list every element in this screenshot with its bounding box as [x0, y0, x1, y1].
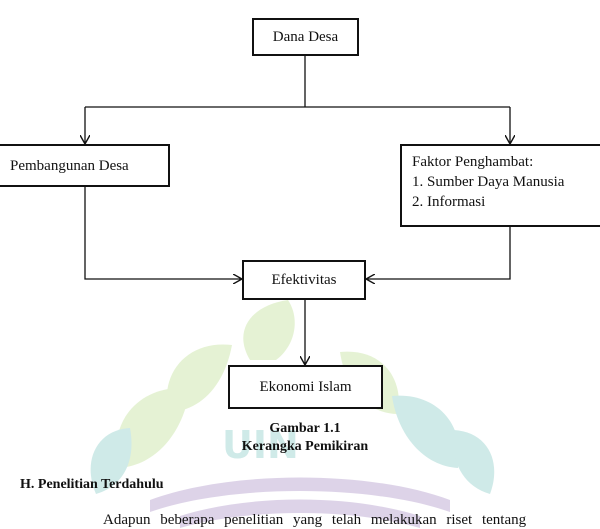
node-dana-desa: Dana Desa	[252, 18, 359, 56]
node-faktor-heading: Faktor Penghambat:	[412, 154, 534, 170]
node-faktor-item-1: 1. Sumber Daya Manusia	[412, 174, 565, 190]
section-heading: H. Penelitian Terdahulu	[20, 477, 164, 492]
figure-caption-number: Gambar 1.1	[269, 421, 341, 436]
node-pembangunan-desa: Pembangunan Desa	[0, 144, 170, 187]
node-dana-desa-label: Dana Desa	[272, 29, 339, 45]
figure-caption-title: Kerangka Pemikiran	[241, 439, 369, 454]
node-ekonomi-islam-label: Ekonomi Islam	[259, 379, 352, 395]
section-body-text: Adapun beberapa penelitian yang telah me…	[103, 512, 527, 528]
node-efektivitas-label: Efektivitas	[271, 272, 337, 288]
node-pembangunan-desa-label: Pembangunan Desa	[10, 157, 129, 174]
edge-pembangunan-to-efektivitas	[84, 187, 241, 279]
node-faktor-penghambat: Faktor Penghambat: 1. Sumber Daya Manusi…	[400, 144, 600, 227]
node-ekonomi-islam: Ekonomi Islam	[228, 365, 383, 409]
node-faktor-item-2: 2. Informasi	[412, 194, 486, 210]
edge-faktor-to-efektivitas	[367, 227, 511, 279]
node-efektivitas: Efektivitas	[242, 260, 366, 300]
